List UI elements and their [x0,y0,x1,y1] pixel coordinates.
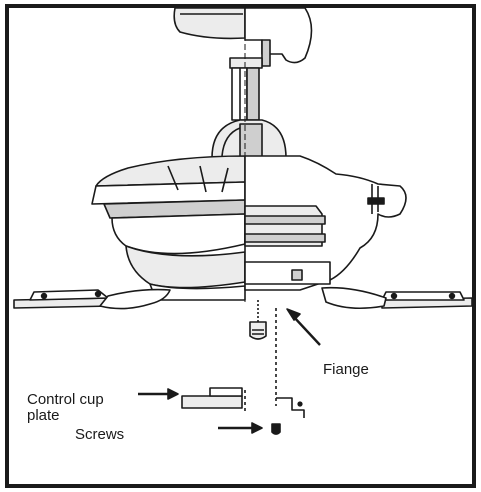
control-cup-arrow [138,388,179,400]
screw [271,423,281,435]
control-cup-plate [181,387,246,414]
coupler-cover [211,119,287,159]
blade-right [321,286,472,310]
label-control-cup-line1: Control cup [27,391,104,408]
pull-chain [249,300,267,340]
label-fiange: Fiange [323,361,369,378]
screws-arrow [218,422,263,434]
label-screws: Screws [75,426,125,443]
label-control-cup-line2: plate [27,407,60,424]
diagram-frame: Fiange Control cup plate Screws [5,4,476,488]
downrod [231,67,260,121]
flange-pointer [286,308,321,346]
motor-housing-left [91,155,246,301]
wiring [275,308,305,418]
blade-left [13,288,171,310]
motor-housing-cutaway [244,155,407,291]
ceiling-fan-diagram [13,8,472,435]
canopy [173,8,313,69]
